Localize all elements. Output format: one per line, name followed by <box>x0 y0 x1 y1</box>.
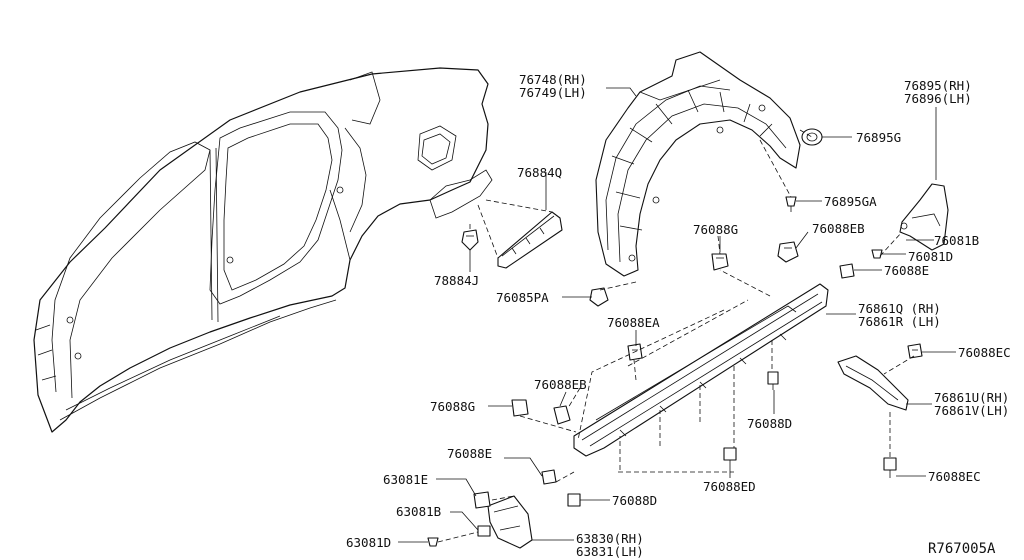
label-76088EC-a: 76088EC <box>958 345 1011 360</box>
phantom-lines <box>437 129 915 543</box>
label-76088D-b: 76088D <box>612 493 657 508</box>
mud-guard-63830 <box>487 495 533 549</box>
label-63081D: 63081D <box>346 535 391 550</box>
diagram-id: R767005A <box>928 541 996 557</box>
label-76088ED: 76088ED <box>703 479 756 494</box>
clip-76088ED <box>723 447 737 468</box>
label-63081B: 63081B <box>396 504 441 519</box>
label-76861Q: 76861Q (RH) <box>858 301 941 316</box>
label-76081D: 76081D <box>908 249 953 264</box>
label-63830: 63830(RH) <box>576 531 644 546</box>
label-76861R: 76861R (LH) <box>858 314 941 329</box>
grommet-76895G <box>801 128 823 146</box>
clips <box>427 128 923 547</box>
clip-63081B <box>477 525 491 537</box>
clip-76088EB-b <box>553 405 571 425</box>
molding-end-76861U <box>837 355 909 411</box>
clip-76085PA <box>589 287 609 307</box>
screw-76081D <box>871 249 883 259</box>
label-76088EB-b: 76088EB <box>534 377 587 392</box>
screw-76895GA <box>785 196 797 212</box>
label-76895G: 76895G <box>856 130 901 145</box>
label-76088EC-b: 76088EC <box>928 469 981 484</box>
clip-76088D-b <box>567 493 581 507</box>
label-63081E: 63081E <box>383 472 428 487</box>
part-labels: 76748(RH) 76749(LH) 76895(RH) 76896(LH) … <box>346 72 1011 559</box>
body-side-outer-panel <box>33 67 493 433</box>
label-76085PA: 76085PA <box>496 290 549 305</box>
leader-lines <box>398 87 956 543</box>
clip-76088D-a <box>767 371 779 390</box>
clip-76088E-b <box>541 469 557 485</box>
clip-76088G-a <box>711 253 729 271</box>
label-76081B: 76081B <box>934 233 979 248</box>
screw-63081D <box>427 537 439 547</box>
label-76088G-b: 76088G <box>430 399 475 414</box>
clip-76088EC-b <box>883 457 897 478</box>
label-76088EA: 76088EA <box>607 315 660 330</box>
label-78884J: 78884J <box>434 273 479 288</box>
bracket-76884Q <box>497 211 563 269</box>
clip-76088G-b <box>511 399 529 417</box>
label-76895GA: 76895GA <box>824 194 877 209</box>
clip-76088EB-a <box>777 241 799 263</box>
label-76749: 76749(LH) <box>519 85 587 100</box>
wheel-house-protector <box>595 51 801 277</box>
label-76088G-a: 76088G <box>693 222 738 237</box>
label-76748: 76748(RH) <box>519 72 587 87</box>
clip-78884J <box>461 229 479 251</box>
label-76088E-b: 76088E <box>447 446 492 461</box>
label-76088D-a: 76088D <box>747 416 792 431</box>
label-76088E-a: 76088E <box>884 263 929 278</box>
label-76861U: 76861U(RH) <box>934 390 1009 405</box>
label-76861V: 76861V(LH) <box>934 403 1009 418</box>
label-76884Q: 76884Q <box>517 165 562 180</box>
clip-63081E <box>473 491 491 509</box>
label-76088EB-a: 76088EB <box>812 221 865 236</box>
mud-guard-76895 <box>899 183 949 251</box>
label-76895: 76895(RH) <box>904 78 972 93</box>
clip-76088E-a <box>839 263 855 279</box>
label-63831: 63831(LH) <box>576 544 644 559</box>
label-76896: 76896(LH) <box>904 91 972 106</box>
clip-76088EC-a <box>907 343 923 359</box>
sill-molding <box>573 283 829 457</box>
